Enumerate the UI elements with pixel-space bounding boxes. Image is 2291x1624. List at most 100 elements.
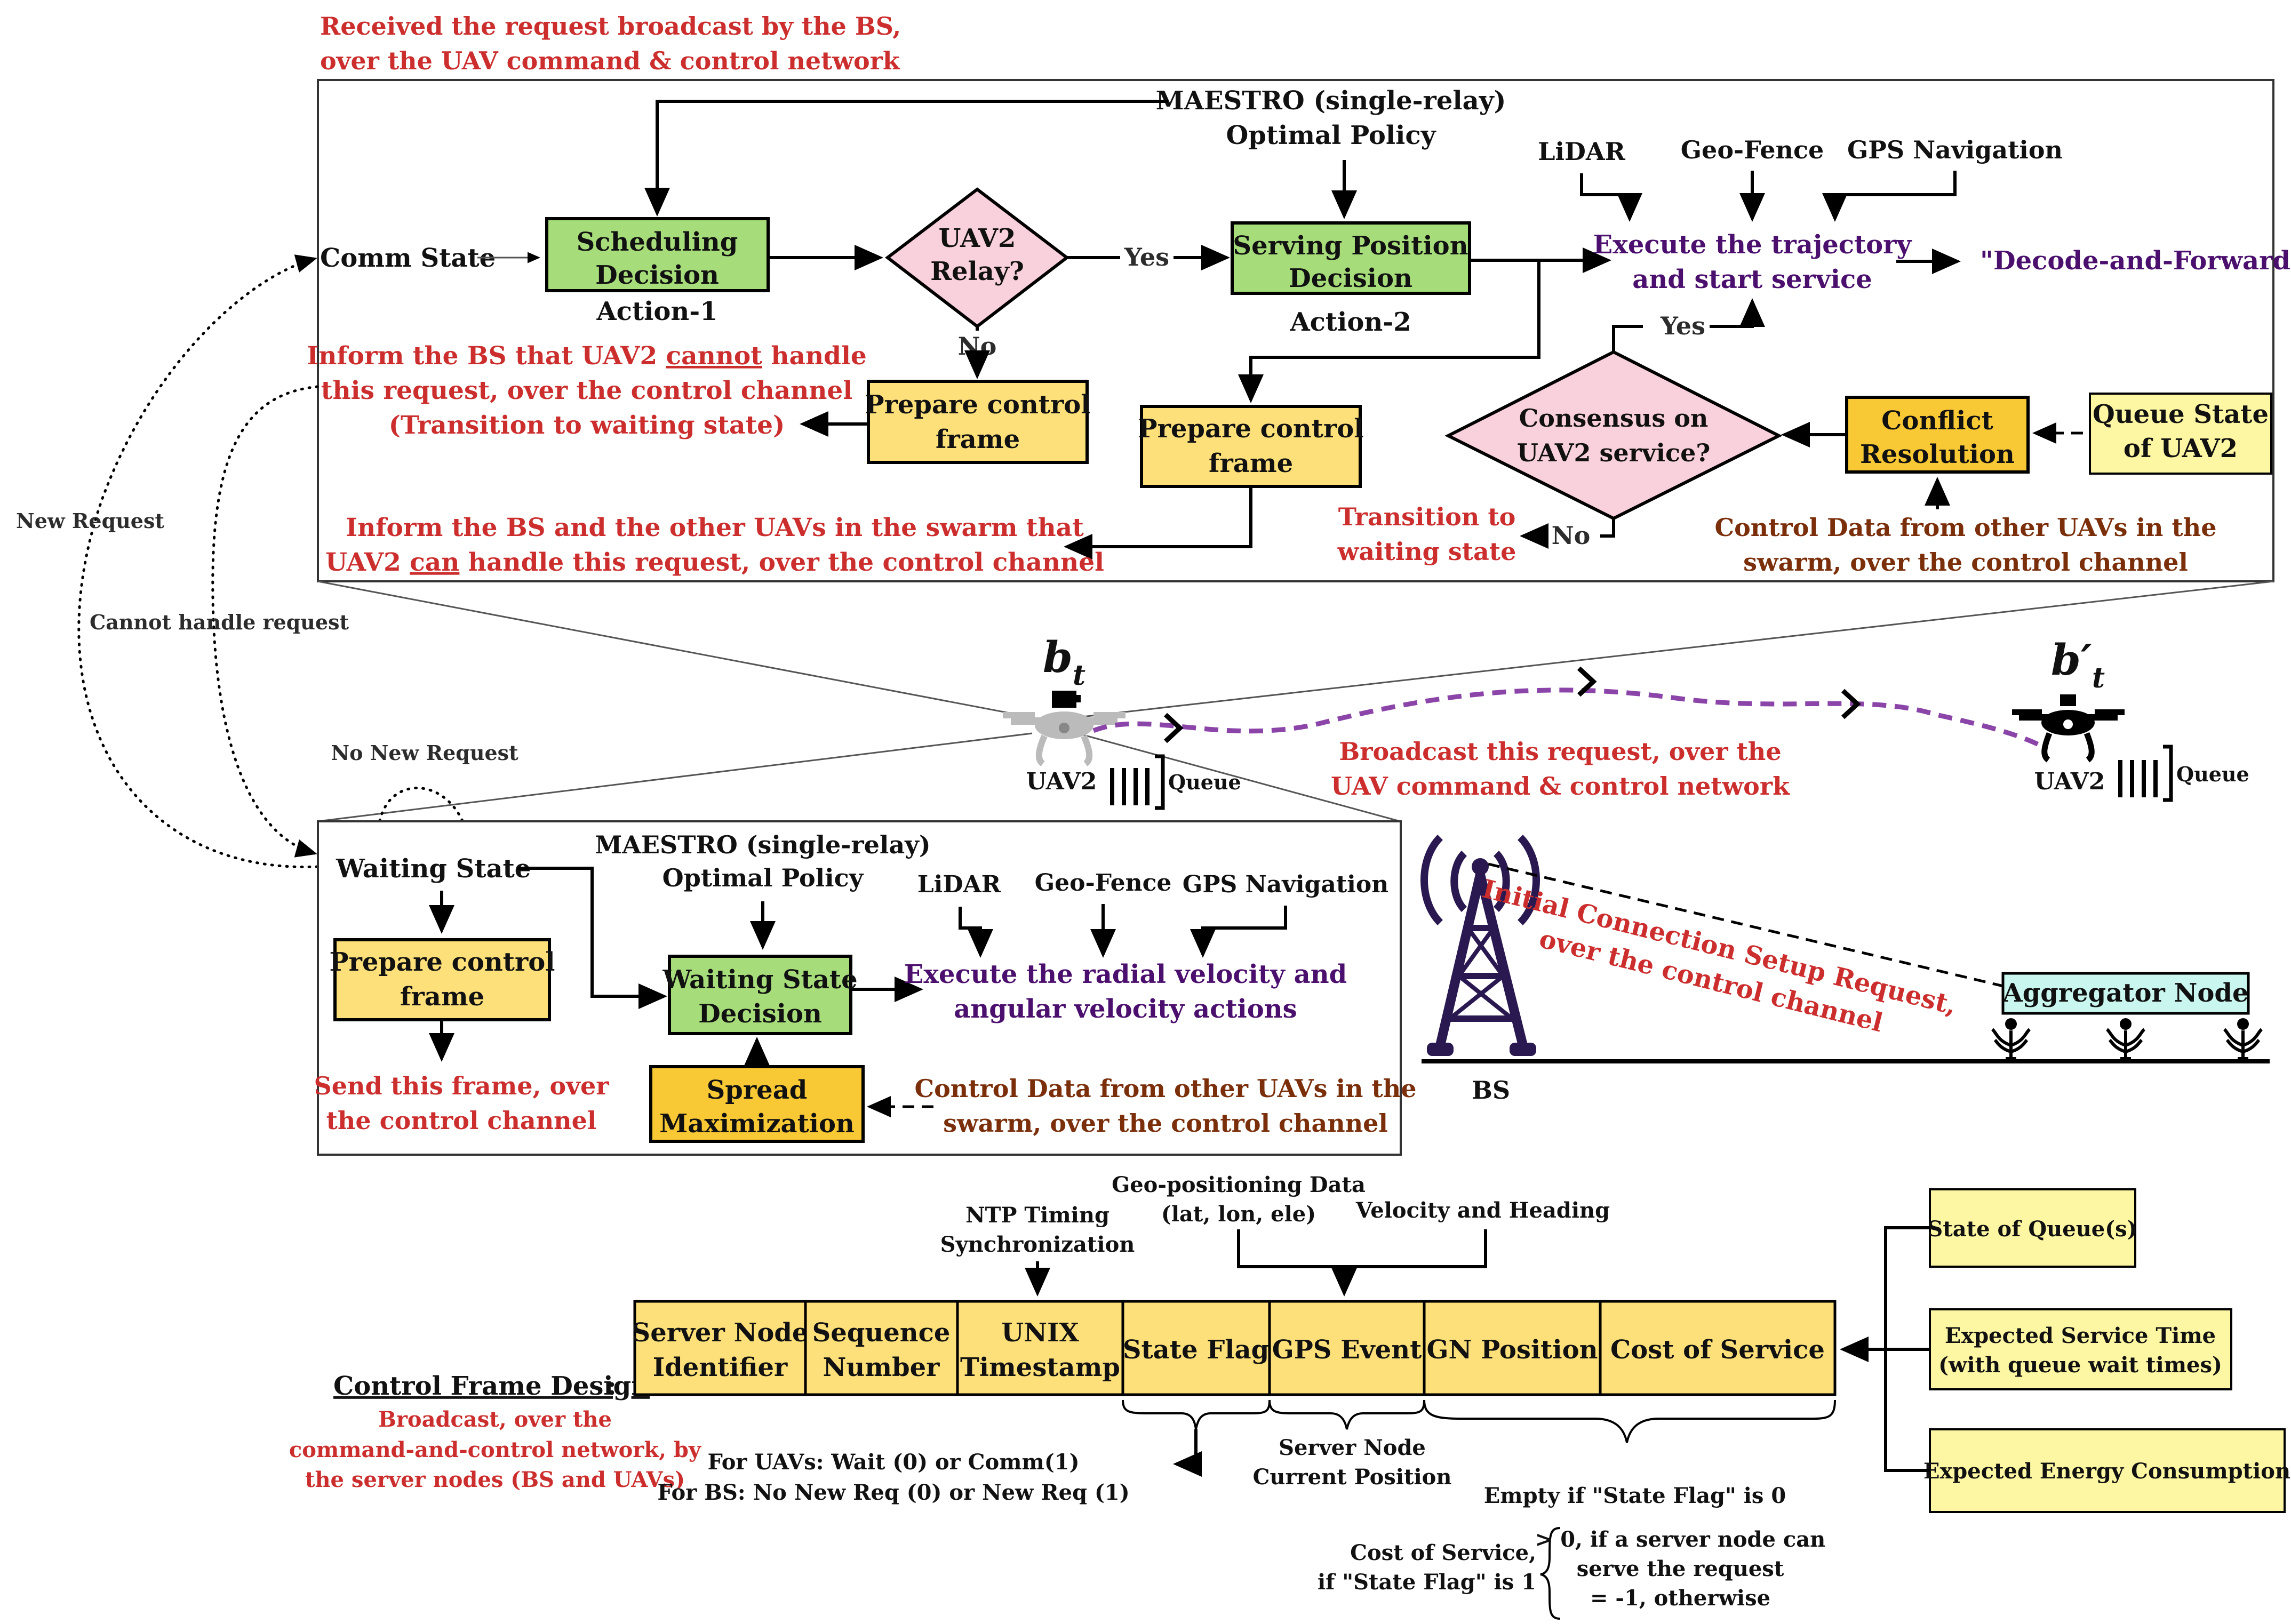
expected-service-line1: Expected Service Time xyxy=(1945,1323,2216,1348)
bt-label: bt xyxy=(1043,632,1085,692)
no-new-request-label: No New Request xyxy=(331,741,518,765)
aggregator-label: Aggregator Node xyxy=(2002,978,2248,1008)
send-line2: the control channel xyxy=(326,1106,597,1135)
waiting-decision-box xyxy=(668,955,852,1035)
field-server-node-identifier xyxy=(633,1300,807,1396)
prepare-bottom-line1: Prepare control xyxy=(330,947,555,977)
spread-line1: Spread xyxy=(707,1075,808,1105)
queue-state-line2: of UAV2 xyxy=(2124,434,2238,463)
field-5-line1: GN Position xyxy=(1427,1335,1598,1365)
lidar-label-top: LiDAR xyxy=(1538,137,1625,166)
state-of-queue-label: State of Queue(s) xyxy=(1927,1217,2137,1242)
edge-consensus-yes-a xyxy=(1612,325,1643,352)
maestro-label-top: MAESTRO (single-relay) xyxy=(1156,86,1506,116)
consensus-line2: UAV2 service? xyxy=(1517,438,1711,467)
uav2-left-label: UAV2 xyxy=(1026,768,1097,795)
edge-gps-to-execute xyxy=(1822,171,1957,222)
inform-can-line1: Inform the BS and the other UAVs in the … xyxy=(346,513,1084,542)
edge-prepare-mid-to-inform xyxy=(1064,486,1252,559)
broadcast-line1: Broadcast this request, over the xyxy=(1339,737,1781,766)
queue-right-label: Queue xyxy=(2176,762,2249,786)
edge-lidar-bottom xyxy=(959,907,993,958)
zoom-line-bottom-right xyxy=(1077,732,1401,822)
field-1-line1: Sequence xyxy=(812,1318,951,1348)
field-6-line1: Cost of Service xyxy=(1610,1335,1825,1365)
spread-line2: Maximization xyxy=(659,1109,855,1139)
field-0-line2: Identifier xyxy=(653,1353,788,1382)
new-request-label: New Request xyxy=(16,509,164,533)
waiting-decision-line2: Decision xyxy=(698,999,822,1029)
sensor-plant-icons xyxy=(1991,1018,2263,1062)
prepare-frame-bottom-box xyxy=(333,938,551,1021)
gps-nav-label-top: GPS Navigation xyxy=(1847,135,2063,164)
frame-fields: Server Node Identifier Sequence Number U… xyxy=(632,1300,1837,1396)
optimal-policy-label-bottom: Optimal Policy xyxy=(662,863,864,892)
field-2-line2: Timestamp xyxy=(960,1353,1120,1382)
queue-state-box xyxy=(2089,393,2272,475)
field-state-flag xyxy=(1121,1300,1271,1396)
top-header-line2: over the UAV command & control network xyxy=(320,46,900,75)
trajectory-chevron-2 xyxy=(1577,666,1597,697)
cannot-handle-label: Cannot handle request xyxy=(90,610,349,634)
control-data-top-line1: Control Data from other UAVs in the xyxy=(1715,513,2217,542)
aggregator-node-box xyxy=(2001,972,2250,1015)
zoom-line-top-left xyxy=(317,580,1033,718)
relay-line1: UAV2 xyxy=(939,223,1016,253)
edge-right-boxes-bracket xyxy=(1884,1226,1930,1472)
edge-consensus-yes-b xyxy=(1710,298,1765,328)
action1-label: Action-1 xyxy=(596,297,717,326)
serving-line1: Serving Position xyxy=(1233,231,1468,261)
brace-gn-cost xyxy=(1423,1399,1836,1443)
broadcast-line2: UAV command & control network xyxy=(1331,772,1790,801)
edge-serving-to-prepare-mid xyxy=(1238,260,1540,403)
field-sequence-number xyxy=(804,1300,959,1396)
execute-radial-line1: Execute the radial velocity and xyxy=(904,959,1347,989)
state-flag-note-line1: For UAVs: Wait (0) or Comm(1) xyxy=(707,1450,1079,1475)
zoom-line-bottom-left xyxy=(317,732,1033,822)
edge-gps-bottom xyxy=(1190,906,1287,958)
frame-design-colon: : xyxy=(607,1371,617,1401)
lidar-label-bottom: LiDAR xyxy=(917,871,1001,898)
edge-brace-state-flag xyxy=(1173,1429,1202,1477)
serving-line2: Decision xyxy=(1289,263,1412,293)
transition-line1: Transition to xyxy=(1338,502,1516,531)
edge-waiting-to-decision xyxy=(517,867,667,1009)
edge-maestro-to-scheduling xyxy=(644,100,1168,217)
prepare-bottom-line2: frame xyxy=(400,982,484,1012)
geo-line1: Geo-positioning Data xyxy=(1112,1172,1366,1197)
expected-energy-box xyxy=(1929,1428,2286,1513)
loop-new-request xyxy=(77,254,319,868)
ntp-line2: Synchronization xyxy=(940,1232,1135,1257)
consensus-line1: Consensus on xyxy=(1519,404,1709,433)
field-1-line2: Number xyxy=(823,1353,940,1382)
edge-geo-velocity-join xyxy=(1237,1229,1487,1268)
maestro-label-bottom: MAESTRO (single-relay) xyxy=(595,830,930,859)
brace-state-flag xyxy=(1122,1399,1271,1430)
field-cost-of-service xyxy=(1599,1300,1837,1396)
state-of-queue-box xyxy=(1929,1188,2136,1268)
cost-note-right-line2: serve the request xyxy=(1577,1556,1784,1581)
expected-service-line2: (with queue wait times) xyxy=(1938,1353,2222,1378)
scheduling-line1: Scheduling xyxy=(577,227,738,257)
bt-prime-label: b′t xyxy=(2051,635,2105,694)
serving-position-box xyxy=(1231,221,1471,295)
field-4-line1: GPS Event xyxy=(1272,1335,1422,1365)
execute-traj-line2: and start service xyxy=(1632,265,1872,294)
expected-service-box xyxy=(1929,1308,2232,1390)
decode-forward-label: "Decode-and-Forward" xyxy=(1980,246,2291,276)
uav-trajectory xyxy=(1092,687,2045,749)
frame-subtitle-line2: command-and-control network, by xyxy=(289,1437,702,1462)
queue-right-icon xyxy=(2118,745,2173,802)
waiting-state-label: Waiting State xyxy=(336,854,531,884)
trajectory-chevron-1 xyxy=(1163,713,1184,743)
gps-nav-label-bottom: GPS Navigation xyxy=(1183,871,1388,898)
frame-subtitle-line1: Broadcast, over the xyxy=(378,1407,612,1432)
yes-label-2: Yes xyxy=(1660,311,1705,340)
brace-gps-event xyxy=(1268,1399,1425,1430)
cost-note-right-line1: > 0, if a server node can xyxy=(1535,1527,1826,1552)
empty-note: Empty if "State Flag" is 0 xyxy=(1484,1483,1786,1508)
state-flag-note-line2: For BS: No New Req (0) or New Req (1) xyxy=(657,1480,1129,1505)
queue-state-line1: Queue State xyxy=(2093,399,2269,429)
